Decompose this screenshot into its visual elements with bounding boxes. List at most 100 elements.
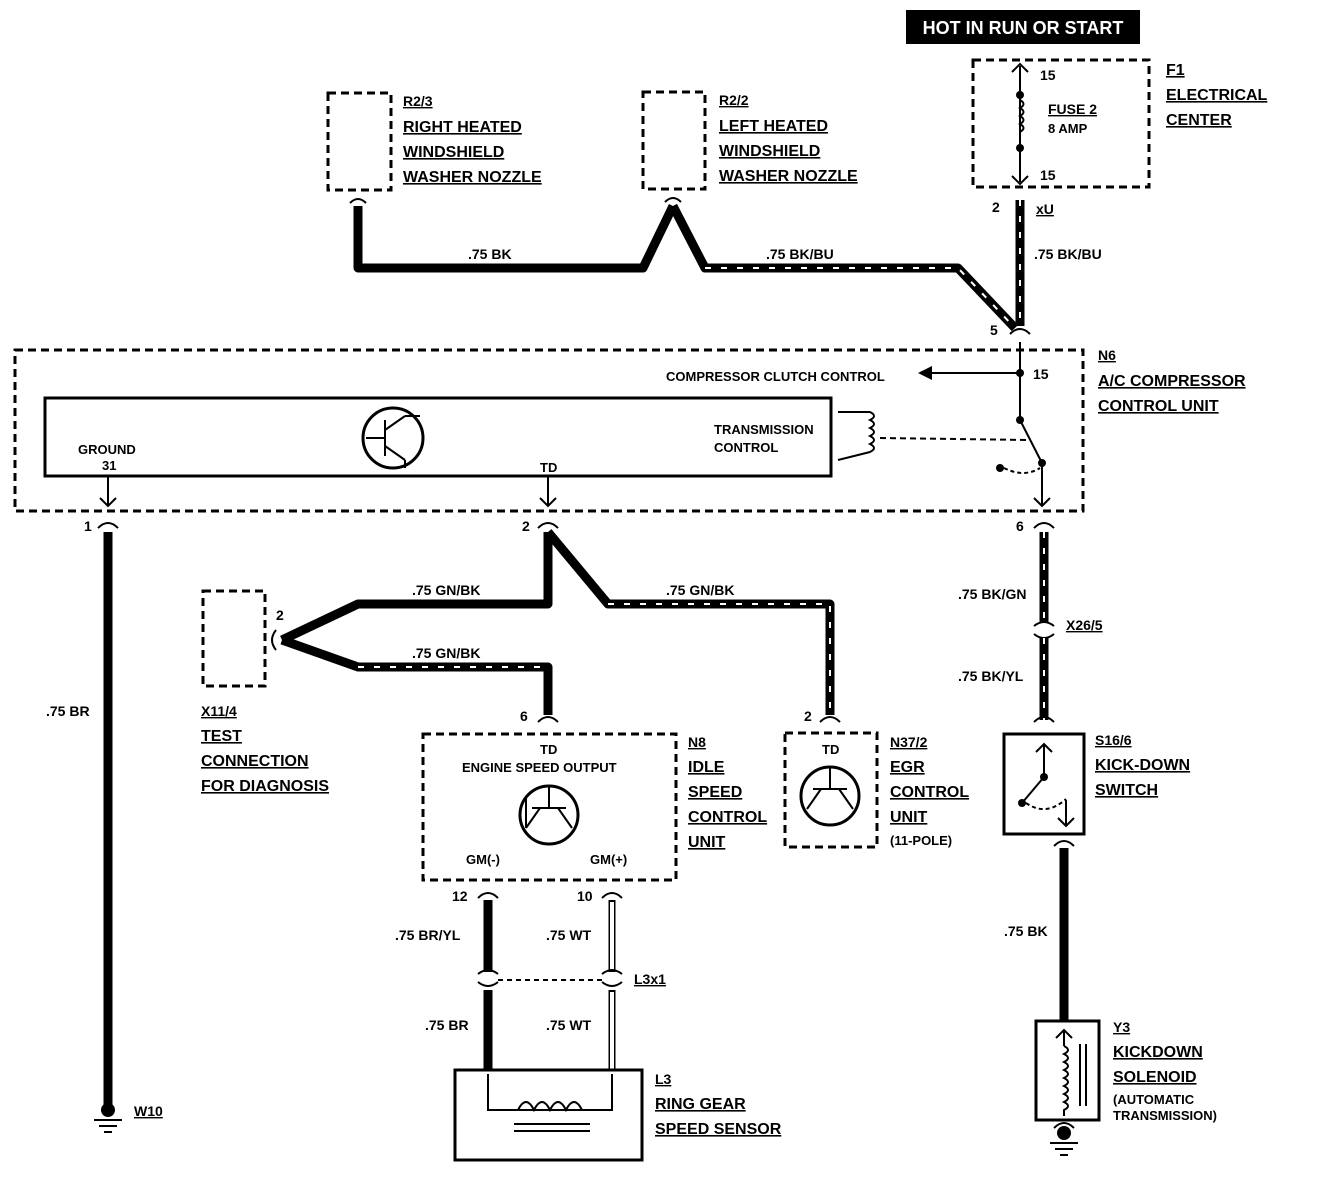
svg-text:2: 2 (992, 199, 1000, 215)
svg-text:Y3: Y3 (1113, 1019, 1130, 1035)
svg-text:2: 2 (804, 708, 812, 724)
n37-2-egr-control-unit: 2 TD N37/2 EGR CONTROL UNIT (11-POLE) (783, 708, 969, 849)
ground-wire-w10: .75 BR W10 (46, 532, 163, 1133)
l3-ring-gear-speed-sensor: L3 RING GEAR SPEED SENSOR (453, 1068, 782, 1162)
svg-text:1: 1 (84, 518, 92, 534)
svg-text:CONNECTION: CONNECTION (201, 753, 309, 770)
svg-text:LEFT HEATED: LEFT HEATED (719, 118, 828, 135)
svg-text:CONTROL: CONTROL (714, 440, 778, 455)
svg-text:TD: TD (540, 742, 557, 757)
svg-text:2: 2 (522, 518, 530, 534)
f1-electrical-center: 15 FUSE 2 8 AMP 15 F1 ELECTRICAL CENTER … (971, 58, 1268, 217)
svg-text:.75 BK/YL: .75 BK/YL (958, 668, 1024, 684)
td-signal-wires: .75 GN/BK .75 GN/BK .75 GN/BK (280, 529, 835, 715)
svg-text:6: 6 (1016, 518, 1024, 534)
svg-text:CONTROL: CONTROL (688, 809, 767, 826)
svg-text:N8: N8 (688, 734, 706, 750)
svg-text:CONTROL UNIT: CONTROL UNIT (1098, 398, 1219, 415)
svg-text:8 AMP: 8 AMP (1048, 121, 1088, 136)
svg-text:N6: N6 (1098, 347, 1116, 363)
svg-text:TRANSMISSION: TRANSMISSION (714, 422, 814, 437)
svg-text:GROUND: GROUND (78, 442, 136, 457)
svg-text:15: 15 (1040, 67, 1056, 83)
s16-6-kickdown-switch: S16/6 KICK-DOWN SWITCH (1002, 732, 1190, 847)
n6-output-pins: 1 2 6 (84, 518, 1055, 534)
svg-text:X26/5: X26/5 (1066, 617, 1103, 633)
svg-text:.75 WT: .75 WT (546, 927, 592, 943)
svg-text:.75 BK: .75 BK (1004, 923, 1048, 939)
svg-text:(11-POLE): (11-POLE) (890, 833, 952, 848)
svg-text:WINDSHIELD: WINDSHIELD (719, 143, 820, 160)
svg-text:TRANSMISSION): TRANSMISSION) (1113, 1108, 1217, 1123)
svg-text:15: 15 (1040, 167, 1056, 183)
svg-text:.75 BK/BU: .75 BK/BU (1034, 246, 1102, 262)
transistor-icon (799, 765, 861, 827)
svg-text:IDLE: IDLE (688, 759, 725, 776)
svg-text:.75 BK/BU: .75 BK/BU (766, 246, 834, 262)
transistor-icon (518, 784, 580, 846)
svg-text:R2/3: R2/3 (403, 93, 433, 109)
svg-text:.75 GN/BK: .75 GN/BK (412, 582, 480, 598)
hot-in-run-banner: HOT IN RUN OR START (906, 10, 1140, 44)
svg-text:R2/2: R2/2 (719, 92, 749, 108)
svg-text:L3x1: L3x1 (634, 971, 666, 987)
svg-text:.75 GN/BK: .75 GN/BK (666, 582, 734, 598)
x11-4-test-connection: 2 X11/4 TEST CONNECTION FOR DIAGNOSIS (201, 589, 329, 795)
svg-text:CONTROL: CONTROL (890, 784, 969, 801)
n8-idle-speed-control-unit: 6 TD ENGINE SPEED OUTPUT GM(-) GM(+) N8 … (421, 708, 767, 904)
svg-text:COMPRESSOR CLUTCH CONTROL: COMPRESSOR CLUTCH CONTROL (666, 369, 885, 384)
svg-text:15: 15 (1033, 366, 1049, 382)
svg-text:KICK-DOWN: KICK-DOWN (1095, 757, 1190, 774)
svg-text:10: 10 (577, 888, 593, 904)
svg-text:.75 BR: .75 BR (425, 1017, 469, 1033)
svg-text:FUSE 2: FUSE 2 (1048, 101, 1097, 117)
top-wires: .75 BK .75 BK/BU .75 BK/BU 5 (353, 200, 1102, 338)
svg-text:12: 12 (452, 888, 468, 904)
transistor-icon (361, 406, 425, 470)
svg-text:F1: F1 (1166, 62, 1185, 79)
svg-text:UNIT: UNIT (688, 834, 726, 851)
svg-text:A/C COMPRESSOR: A/C COMPRESSOR (1098, 373, 1246, 390)
svg-text:.75 BK/GN: .75 BK/GN (958, 586, 1026, 602)
svg-text:TEST: TEST (201, 728, 242, 745)
svg-text:SWITCH: SWITCH (1095, 782, 1158, 799)
svg-text:ENGINE SPEED OUTPUT: ENGINE SPEED OUTPUT (462, 760, 617, 775)
svg-text:S16/6: S16/6 (1095, 732, 1132, 748)
svg-text:5: 5 (990, 322, 998, 338)
svg-text:TD: TD (822, 742, 839, 757)
svg-text:SPEED: SPEED (688, 784, 742, 801)
svg-text:W10: W10 (134, 1103, 163, 1119)
r2-3-right-washer-nozzle: R2/3 RIGHT HEATED WINDSHIELD WASHER NOZZ… (326, 91, 542, 204)
speed-sensor-wires: .75 BR/YL .75 WT L3x1 .75 BR .75 WT (395, 900, 666, 1074)
svg-text:RIGHT HEATED: RIGHT HEATED (403, 119, 522, 136)
r2-2-left-washer-nozzle: R2/2 LEFT HEATED WINDSHIELD WASHER NOZZL… (641, 90, 858, 203)
svg-text:N37/2: N37/2 (890, 734, 928, 750)
svg-text:.75 WT: .75 WT (546, 1017, 592, 1033)
svg-text:RING GEAR: RING GEAR (655, 1096, 746, 1113)
svg-text:GM(-): GM(-) (466, 852, 500, 867)
svg-text:EGR: EGR (890, 759, 925, 776)
kickdown-circuit-wires: .75 BK/GN X26/5 .75 BK/YL .75 BK (958, 532, 1103, 1020)
svg-text:X11/4: X11/4 (201, 703, 237, 719)
svg-text:UNIT: UNIT (890, 809, 928, 826)
svg-text:31: 31 (102, 458, 116, 473)
svg-text:GM(+): GM(+) (590, 852, 627, 867)
y3-kickdown-solenoid: Y3 KICKDOWN SOLENOID (AUTOMATIC TRANSMIS… (1034, 1019, 1217, 1156)
svg-text:xU: xU (1036, 201, 1054, 217)
svg-text:FOR DIAGNOSIS: FOR DIAGNOSIS (201, 778, 329, 795)
svg-text:HOT IN RUN OR START: HOT IN RUN OR START (923, 18, 1124, 38)
svg-text:KICKDOWN: KICKDOWN (1113, 1044, 1203, 1061)
svg-text:2: 2 (276, 607, 284, 623)
svg-text:SOLENOID: SOLENOID (1113, 1069, 1197, 1086)
svg-text:TD: TD (540, 460, 557, 475)
n6-ac-compressor-control-unit: N6 A/C COMPRESSOR CONTROL UNIT COMPRESSO… (13, 342, 1246, 513)
svg-text:(AUTOMATIC: (AUTOMATIC (1113, 1092, 1195, 1107)
svg-text:CENTER: CENTER (1166, 112, 1232, 129)
svg-text:.75 BR: .75 BR (46, 703, 90, 719)
svg-text:.75 GN/BK: .75 GN/BK (412, 645, 480, 661)
svg-text:L3: L3 (655, 1071, 672, 1087)
svg-text:WASHER NOZZLE: WASHER NOZZLE (403, 169, 542, 186)
svg-text:SPEED SENSOR: SPEED SENSOR (655, 1121, 782, 1138)
svg-text:WASHER NOZZLE: WASHER NOZZLE (719, 168, 858, 185)
